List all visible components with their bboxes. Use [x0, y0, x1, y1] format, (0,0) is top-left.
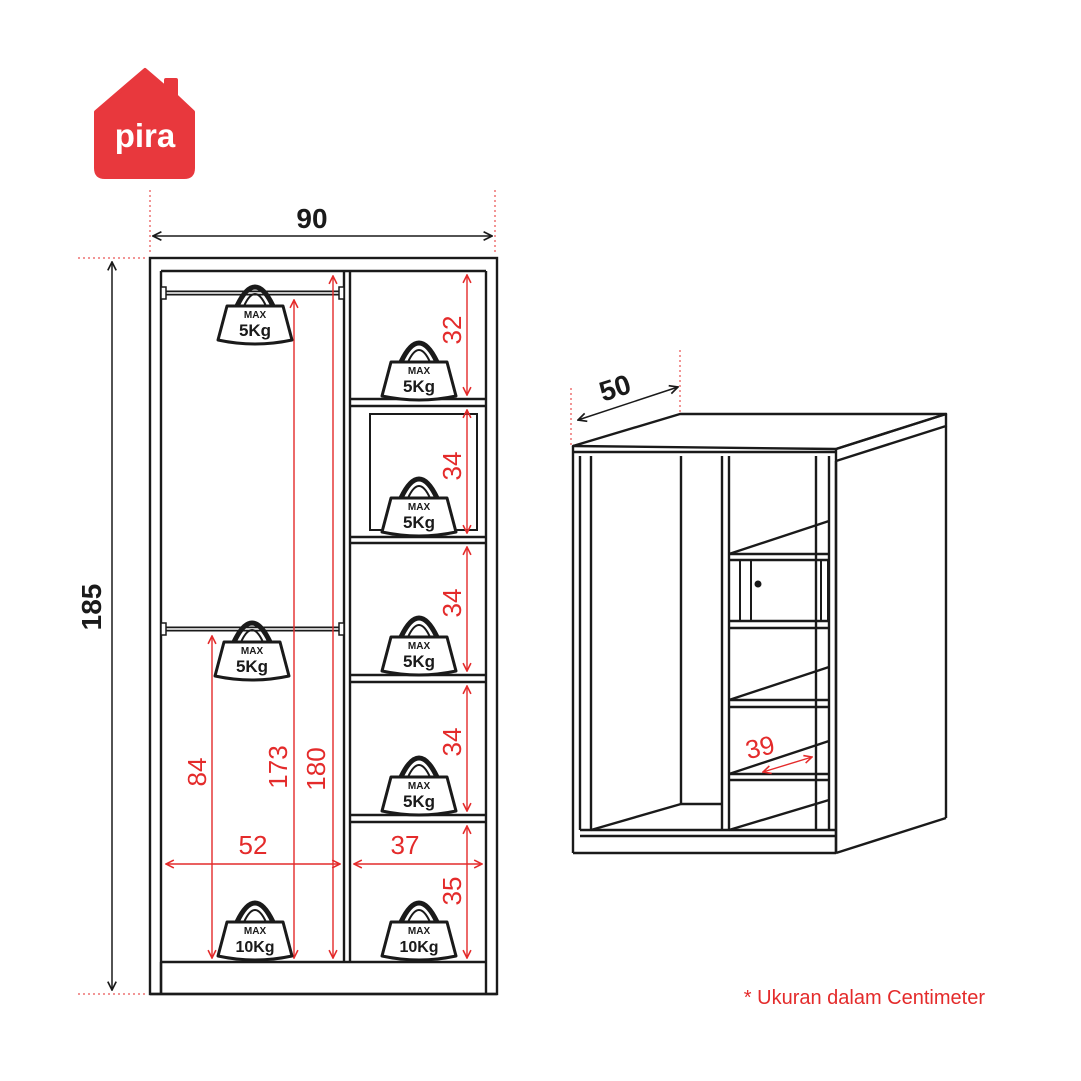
weight-icon-shelf-5: MAX 10Kg: [382, 903, 456, 960]
weight-icon-shelf-2: MAX 5Kg: [382, 479, 456, 536]
svg-text:5Kg: 5Kg: [403, 377, 435, 396]
svg-text:MAX: MAX: [241, 646, 264, 657]
svg-text:MAX: MAX: [408, 926, 431, 937]
logo-text: pira: [115, 117, 176, 154]
weight-icon-rail-upper: MAX 5Kg: [218, 287, 292, 344]
depth-dimension-line: [578, 387, 678, 420]
svg-text:5Kg: 5Kg: [403, 652, 435, 671]
dim-label-shelf-1: 32: [437, 316, 467, 345]
dim-label-37: 37: [391, 830, 420, 860]
units-note: * Ukuran dalam Centimeter: [744, 987, 986, 1009]
depth-label: 50: [595, 368, 634, 407]
weight-icon-shelf-3: MAX 5Kg: [382, 618, 456, 675]
svg-text:10Kg: 10Kg: [235, 939, 274, 956]
perspective-drawer: [739, 559, 829, 622]
svg-text:MAX: MAX: [408, 366, 431, 377]
dim-label-shelf-4: 34: [437, 728, 467, 757]
width-label: 90: [296, 203, 327, 234]
shelf-depth-dimension-line: [763, 757, 812, 772]
svg-text:MAX: MAX: [408, 641, 431, 652]
dim-label-173: 173: [263, 745, 293, 788]
dim-label-52: 52: [239, 830, 268, 860]
weight-icon-rail-lower: MAX 5Kg: [215, 623, 289, 680]
dim-label-shelf-5: 35: [437, 877, 467, 906]
weight-icon-shelf-1: MAX 5Kg: [382, 343, 456, 400]
dim-label-shelf-3: 34: [437, 589, 467, 618]
svg-text:5Kg: 5Kg: [403, 513, 435, 532]
shelf-depth-label: 39: [743, 729, 778, 765]
svg-text:10Kg: 10Kg: [399, 939, 438, 956]
weight-icon-shelf-4: MAX 5Kg: [382, 758, 456, 815]
svg-text:MAX: MAX: [244, 310, 267, 321]
svg-text:MAX: MAX: [408, 502, 431, 513]
perspective-view: 50: [570, 350, 948, 855]
dim-label-180: 180: [301, 747, 331, 790]
weight-icon-bottom-left: MAX 10Kg: [218, 903, 292, 960]
dim-label-shelf-2: 34: [437, 452, 467, 481]
drawer-knob-icon: [754, 580, 762, 588]
dim-label-84: 84: [182, 758, 212, 787]
svg-text:5Kg: 5Kg: [403, 792, 435, 811]
front-view: 90 185 180 173 84 52 37 32 34 34 34 35: [76, 190, 499, 996]
hanging-rail-upper: [160, 286, 345, 300]
height-label: 185: [76, 584, 107, 631]
pira-logo: pira: [94, 68, 195, 179]
svg-text:5Kg: 5Kg: [239, 321, 271, 340]
svg-text:MAX: MAX: [244, 926, 267, 937]
hanging-rail-lower: [160, 622, 345, 636]
svg-text:MAX: MAX: [408, 781, 431, 792]
svg-text:5Kg: 5Kg: [236, 657, 268, 676]
